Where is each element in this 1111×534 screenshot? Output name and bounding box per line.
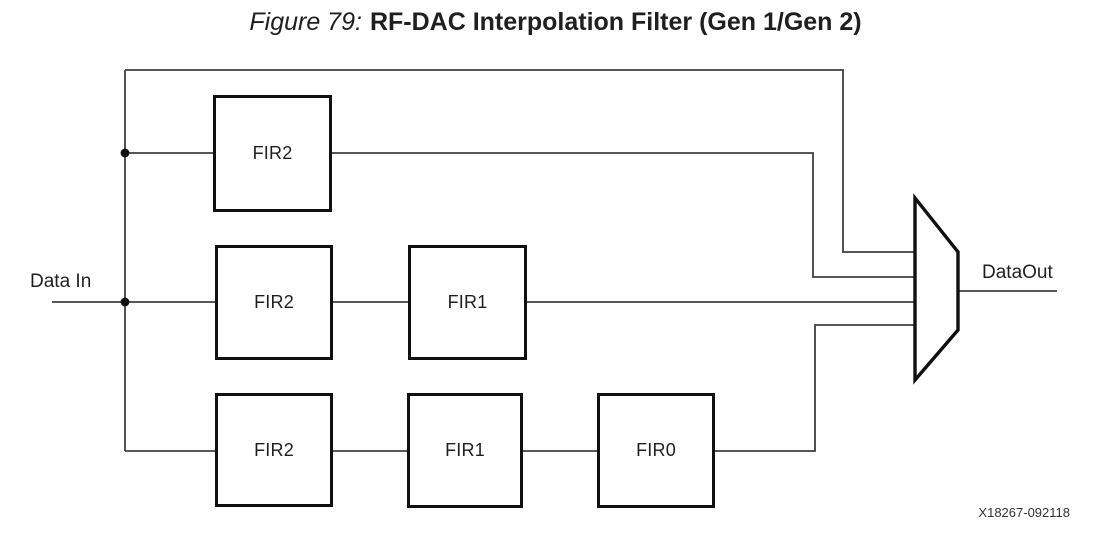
block-label: FIR1 xyxy=(445,440,485,460)
junction-dot-top-branch xyxy=(120,148,130,158)
figure-title: Figure 79:RF-DAC Interpolation Filter (G… xyxy=(0,6,1111,38)
block-fir2-bottom: FIR2 xyxy=(215,393,333,507)
block-fir1-middle: FIR1 xyxy=(408,245,527,360)
figure-title-text: RF-DAC Interpolation Filter (Gen 1/Gen 2… xyxy=(369,8,862,36)
block-label: FIR0 xyxy=(636,440,676,460)
block-label: FIR1 xyxy=(447,292,488,312)
junction-dot-mid-branch xyxy=(120,297,130,307)
figure-number-label: Figure 79: xyxy=(249,8,362,36)
figure-id-watermark: X18267-092118 xyxy=(978,505,1070,520)
data-in-label: Data In xyxy=(30,271,92,292)
wire-bot-branch-out xyxy=(715,324,915,452)
block-label: FIR2 xyxy=(252,143,293,163)
block-fir2-top: FIR2 xyxy=(213,95,332,212)
block-label: FIR2 xyxy=(254,292,294,312)
wire-bypass-branch xyxy=(125,69,915,253)
block-fir0-bottom: FIR0 xyxy=(597,393,715,508)
data-out-label: DataOut xyxy=(982,262,1053,283)
wire-top-branch-out xyxy=(332,152,915,278)
block-fir1-bottom: FIR1 xyxy=(407,393,523,508)
block-fir2-middle: FIR2 xyxy=(215,245,333,360)
block-label: FIR2 xyxy=(254,439,294,460)
mux-shape xyxy=(913,193,960,385)
